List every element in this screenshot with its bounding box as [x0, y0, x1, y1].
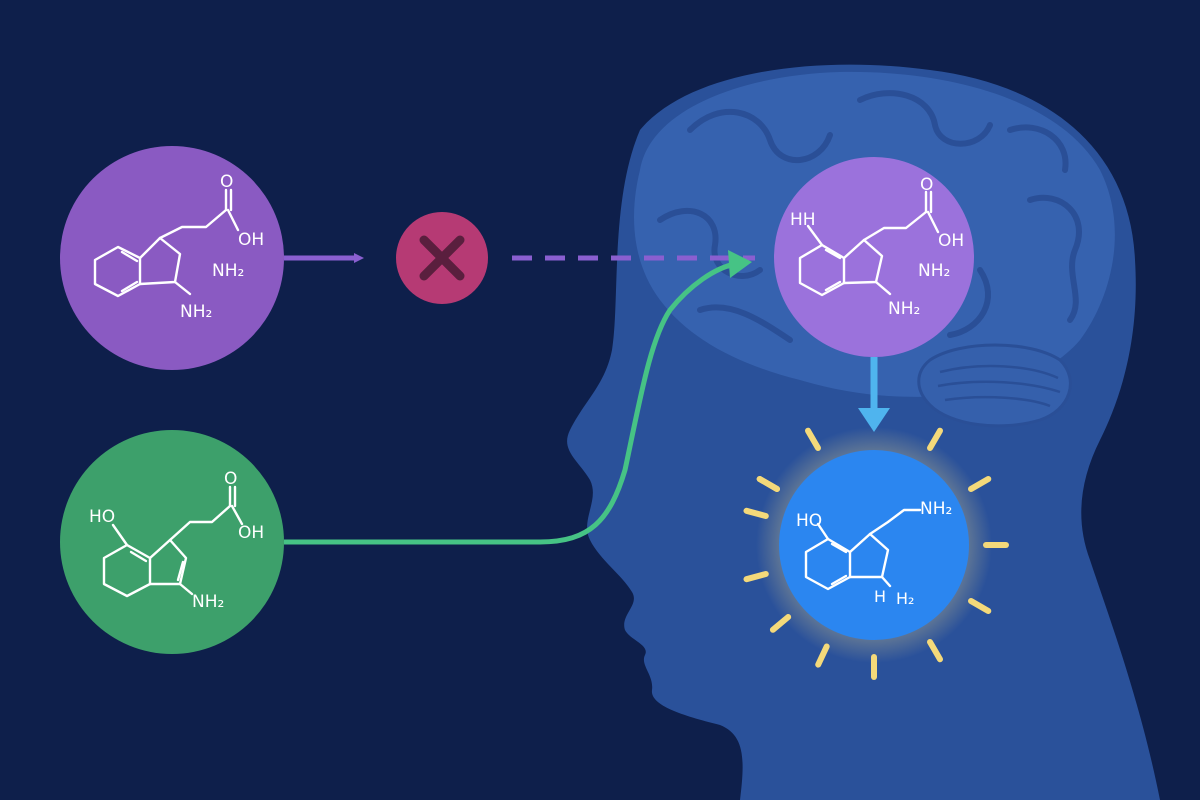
label-oh: OH: [238, 230, 264, 250]
label-ho: HO: [796, 511, 822, 531]
green-arrowhead: [728, 250, 752, 278]
label-nh2-a: NH₂: [918, 261, 950, 281]
glow-ray: [769, 614, 792, 633]
label-nh2: NH₂: [920, 499, 952, 519]
molecule-bottom-left: HO O OH NH₂: [60, 430, 284, 654]
label-o: O: [224, 469, 237, 489]
glow-ray: [927, 427, 943, 451]
x-icon: [419, 235, 465, 281]
label-ho: HO: [89, 507, 115, 527]
label-oh: OH: [938, 231, 964, 251]
label-nh2-b: NH₂: [180, 302, 212, 322]
label-h: H: [874, 587, 886, 606]
glow-ray: [968, 598, 992, 614]
glow-ray: [743, 507, 769, 519]
cerebellum-shape: [917, 343, 1072, 428]
glow-ray: [756, 476, 780, 492]
label-nh2: NH₂: [192, 592, 224, 612]
label-nh2-b: NH₂: [888, 299, 920, 319]
label-hh: HH: [790, 210, 816, 230]
label-o: O: [920, 175, 933, 195]
glow-rays: [743, 427, 1009, 680]
glow-ray: [815, 643, 830, 668]
molecule-brain: HH O OH NH₂ NH₂: [774, 157, 974, 357]
molecule-glowing: HO NH₂ H H₂: [779, 450, 969, 640]
label-oh: OH: [238, 523, 264, 543]
glow-ray: [743, 571, 769, 583]
cerebellum-lines: [937, 364, 1061, 408]
blocked-marker: [396, 212, 488, 304]
green-path: [284, 261, 736, 545]
glow-ray: [927, 639, 943, 663]
label-o: O: [220, 172, 233, 192]
label-h2: H₂: [896, 589, 914, 608]
glow-ray: [805, 427, 821, 451]
molecule-top-left: O OH NH₂ NH₂: [60, 146, 284, 370]
conversion-arrowhead: [858, 408, 890, 432]
glow-ray: [968, 476, 992, 492]
label-nh2-a: NH₂: [212, 261, 244, 281]
brain-folds: [657, 90, 1082, 343]
